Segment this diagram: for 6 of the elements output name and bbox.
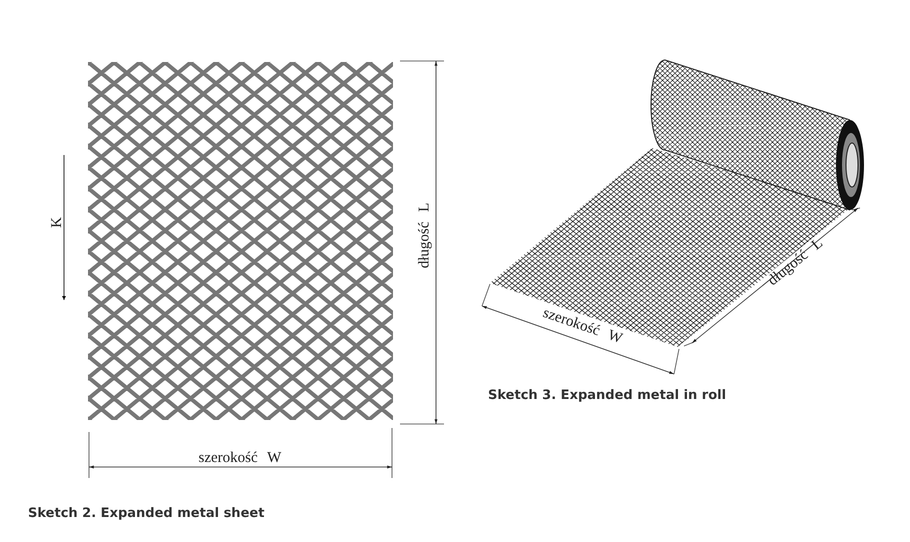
direction-label: K [49,216,64,228]
dimension-label: szerokość W [198,450,282,466]
figure-caption: Sketch 3. Expanded metal in roll [488,388,726,402]
dimension-label: długość L [417,202,432,268]
dimension-label: szerokość W [540,305,624,347]
figure-caption: Sketch 2. Expanded metal sheet [28,506,264,520]
